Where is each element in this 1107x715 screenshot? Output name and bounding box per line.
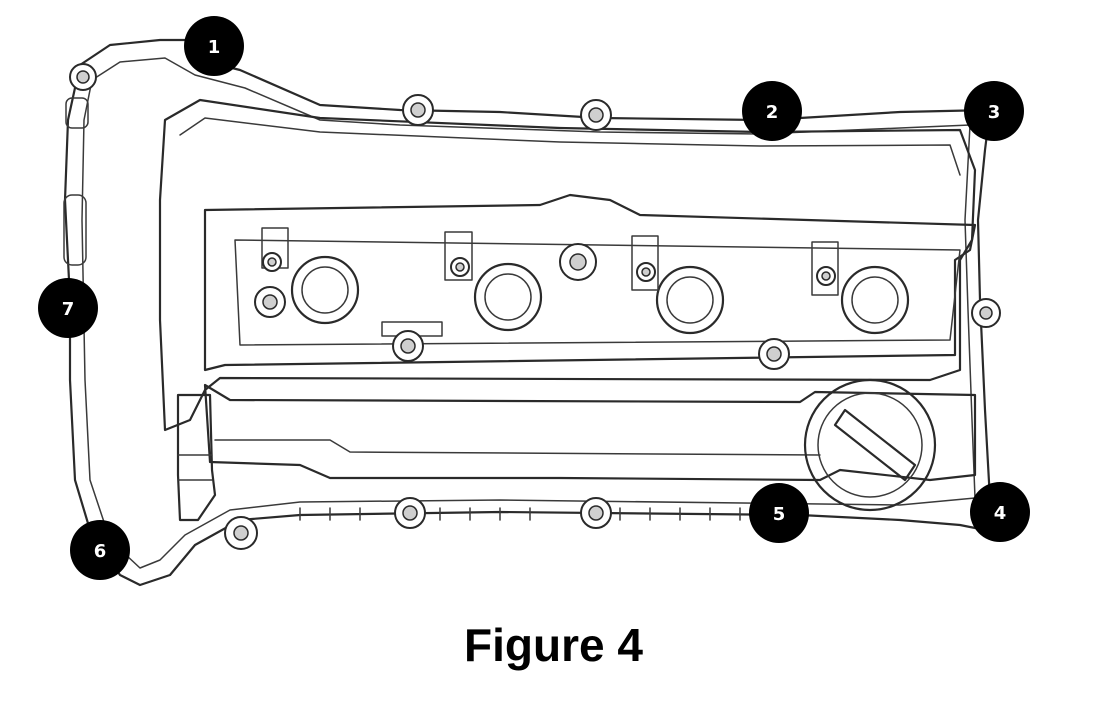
bolt [392,330,424,362]
coil-tab-1 [261,227,289,269]
svg-text:5: 5 [773,504,786,525]
bolt [69,63,97,91]
cover-outer-outline [63,38,992,587]
marker-7: 7 [38,278,98,338]
marker-3: 3 [964,81,1024,141]
bolt [580,99,612,131]
plug-well-channel [203,193,977,372]
bolt [262,252,282,272]
coil-tab-3 [631,235,659,291]
svg-text:3: 3 [988,102,1001,123]
bolt [758,338,790,370]
bolt [394,497,426,529]
marker-6: 6 [70,520,130,580]
cover-top-inner [179,117,961,176]
bolt [224,516,258,550]
coil-tab-2 [444,231,473,281]
svg-text:7: 7 [62,299,75,320]
svg-text:6: 6 [94,541,107,562]
bolt [636,262,656,282]
svg-text:2: 2 [766,102,779,123]
oil-filler-cap [803,378,937,512]
cover-top-body [158,98,977,432]
marker-4: 4 [970,482,1030,542]
lower-rail [203,383,977,482]
marker-5: 5 [749,483,809,543]
plug-well-1 [290,255,360,325]
plug-well-channel-inner [234,239,961,346]
plug-well-2 [473,262,543,332]
left-slot-lower [63,194,87,266]
coil-tab-4 [811,241,839,296]
figure-caption: Figure 4 [464,619,643,671]
marker-2: 2 [742,81,802,141]
plug-well-4 [840,265,910,335]
breather-tube-line [177,454,213,481]
bolt [254,286,286,318]
left-slot-upper [65,97,89,129]
bolt [559,243,597,281]
marker-1: 1 [184,16,244,76]
cover-outer-flange [81,57,976,569]
svg-text:4: 4 [994,503,1007,524]
svg-text:1: 1 [208,37,221,58]
plug-well-3 [655,265,725,335]
lower-rail-inner [214,439,821,456]
bolt [816,266,836,286]
bolt [402,94,434,126]
bolt [580,497,612,529]
gasket-ticks [299,507,741,521]
bolt [971,298,1001,328]
breather-tube [176,393,217,522]
bolt [450,257,470,277]
